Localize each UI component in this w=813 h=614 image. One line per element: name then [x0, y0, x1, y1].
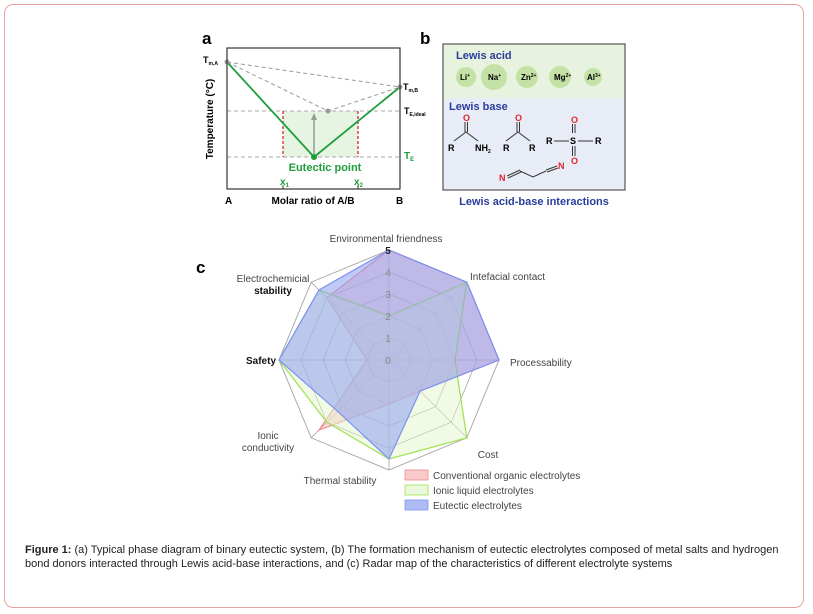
ideal-line-top — [226, 61, 401, 88]
tick-label: 3 — [385, 290, 391, 301]
lewis-acid-title: Lewis acid — [456, 50, 512, 62]
axis-label: Processability — [510, 358, 572, 369]
tm-b-label: Tm,B — [403, 82, 418, 94]
ion-circle — [584, 68, 602, 86]
tick-label: 5 — [385, 246, 391, 257]
legend-swatch — [404, 484, 429, 496]
arrow-head-icon — [311, 113, 317, 120]
svg-text:O: O — [571, 156, 578, 166]
panel-b-letter: b — [420, 29, 430, 48]
ion-list: Li+ Na+ Zn2+ Mg2+ Al3+ — [456, 64, 602, 90]
svg-text:N: N — [558, 161, 565, 171]
tick-label: 2 — [385, 312, 391, 323]
ion-na: Na+ — [481, 64, 507, 90]
lewis-base-title: Lewis base — [449, 101, 508, 113]
svg-text:R: R — [595, 136, 602, 146]
lewis-box — [442, 43, 626, 191]
x-right-label: B — [396, 196, 403, 207]
radar-ticks: 0 1 2 3 4 5 — [385, 246, 391, 367]
panel-c-radar: c 0 1 2 3 4 5 Environmental friendnessIntefac… — [196, 234, 580, 512]
tick-label: 1 — [385, 334, 391, 345]
svg-text:NH2: NH2 — [475, 143, 491, 155]
panel-c-letter: c — [196, 258, 205, 277]
legend-label: Eutectic electrolytes — [433, 501, 522, 512]
radar-series — [278, 249, 500, 461]
ion-label: Na+ — [488, 73, 501, 82]
succinonitrile-structure: N N — [499, 161, 565, 183]
x-axis-label: Molar ratio of A/B — [272, 196, 355, 207]
legend-item: Ionic liquid electrolytes — [404, 484, 534, 497]
svg-text:R: R — [546, 136, 553, 146]
svg-text:O: O — [515, 113, 522, 123]
legend-swatch — [404, 499, 429, 511]
tick-label: 0 — [385, 356, 391, 367]
ion-circle — [481, 64, 507, 90]
ion-circle — [456, 67, 476, 87]
figure-caption: Figure 1: (a) Typical phase diagram of b… — [25, 543, 795, 571]
x-left-label: A — [225, 196, 232, 207]
ion-label: Mg2+ — [554, 73, 571, 82]
legend-swatch — [404, 469, 429, 481]
eutectic-label: Eutectic point — [289, 162, 362, 174]
ion-mg: Mg2+ — [549, 66, 571, 88]
legend-item: Eutectic electrolytes — [404, 499, 522, 512]
amide-structure: O R NH2 — [448, 113, 491, 155]
tm-a-label: Tm,A — [203, 55, 218, 67]
ideal-point — [325, 108, 331, 114]
ion-circle — [549, 66, 571, 88]
svg-text:O: O — [463, 113, 470, 123]
te-ideal-label: TE,ideal — [404, 106, 426, 118]
ion-label: Li+ — [460, 73, 470, 82]
tick-label: 4 — [385, 268, 391, 279]
axis-label: Environmental friendness — [330, 234, 443, 245]
x1-label: x1 — [280, 177, 290, 189]
panel-a-letter: a — [202, 29, 212, 48]
figure-frame — [4, 4, 804, 608]
eutectic-region-shade — [283, 111, 358, 157]
legend-item: Conventional organic electrolytes — [404, 469, 580, 482]
svg-text:R: R — [529, 143, 536, 153]
panel-a-phase-diagram: a Eutectic point x1 x2 A B Molar ratio o… — [202, 29, 426, 207]
y-axis-label: Temperature (°C) — [205, 79, 216, 160]
ketone-structure: O R R — [503, 113, 536, 153]
axis-label: Intefacial contact — [470, 272, 545, 283]
x2-label: x2 — [354, 177, 364, 189]
svg-text:R: R — [503, 143, 510, 153]
ion-label: Zn2+ — [521, 73, 537, 82]
svg-text:O: O — [571, 115, 578, 125]
lewis-footer: Lewis acid-base interactions — [459, 196, 609, 208]
axis-label: conductivity — [242, 443, 294, 454]
caption-text: (a) Typical phase diagram of binary eute… — [25, 544, 779, 570]
series-eutectic-electrolytes — [278, 249, 500, 461]
ion-circle — [516, 66, 538, 88]
legend-label: Ionic liquid electrolytes — [433, 486, 534, 497]
axis-label: Thermal stability — [304, 476, 377, 487]
panel-b-lewis: b Lewis acid Li+ Na+ Zn2+ Mg2+ Al3+ Lewis ba… — [420, 29, 626, 208]
axis-label: Ionic — [257, 431, 278, 442]
ideal-liquidus — [226, 61, 401, 112]
te-label: TE — [404, 151, 414, 163]
caption-label: Figure 1: — [25, 544, 72, 556]
ion-label: Al3+ — [587, 73, 601, 82]
eutectic-point — [311, 154, 317, 160]
axis-label: stability — [254, 286, 292, 297]
legend-label: Conventional organic electrolytes — [433, 471, 580, 482]
axis-label: Electrochemicial — [237, 274, 310, 285]
ion-zn: Zn2+ — [516, 66, 538, 88]
ion-li: Li+ — [456, 67, 476, 87]
svg-text:S: S — [570, 136, 576, 146]
axis-label: Cost — [478, 450, 499, 461]
svg-text:N: N — [499, 173, 506, 183]
lewis-base-section — [443, 98, 625, 190]
svg-text:R: R — [448, 143, 455, 153]
ion-al: Al3+ — [584, 68, 602, 86]
phase-diagram-box — [226, 47, 401, 190]
axis-label: Safety — [246, 356, 276, 367]
sulfone-structure: R S R O O — [546, 115, 602, 166]
